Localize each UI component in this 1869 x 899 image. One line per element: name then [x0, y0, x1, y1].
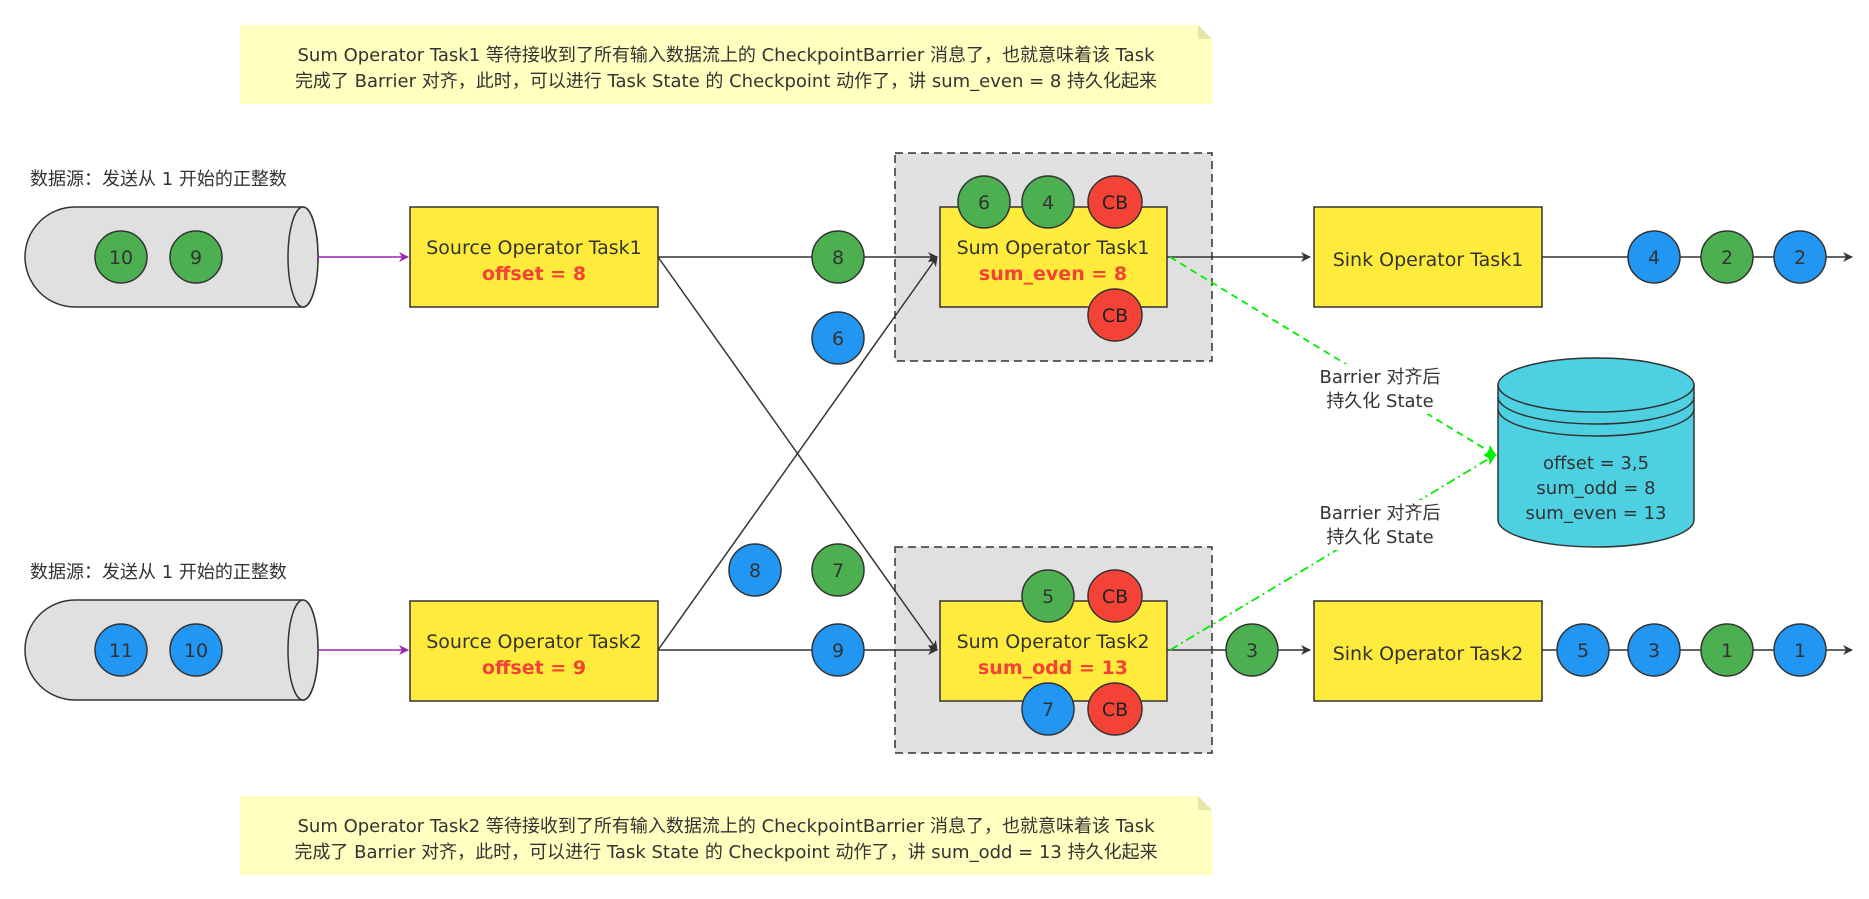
svg-text:2: 2	[1794, 247, 1806, 269]
barrier-label-upper-line1: Barrier 对齐后	[1319, 367, 1440, 388]
sum2-operator-state: sum_odd = 13	[978, 657, 1128, 679]
bottom-note-line2: 完成了 Barrier 对齐，此时，可以进行 Task State 的 Chec…	[294, 842, 1157, 863]
svg-text:5: 5	[1042, 586, 1054, 608]
sink2-operator: Sink Operator Task2	[1313, 600, 1543, 702]
svg-text:7: 7	[1042, 699, 1054, 721]
sum2-buffer-token: 7	[1021, 682, 1075, 736]
sink2-output-token: 1	[1700, 623, 1754, 677]
svg-text:6: 6	[832, 328, 844, 350]
edge-sum2-persist	[1169, 453, 1497, 651]
source1-operator-state: offset = 8	[482, 263, 586, 285]
barrier-label-upper-line2: 持久化 State	[1326, 391, 1433, 412]
source2-label: 数据源：发送从 1 开始的正整数	[30, 562, 287, 583]
source2-item: 11	[94, 623, 148, 677]
top-note-line2: 完成了 Barrier 对齐，此时，可以进行 Task State 的 Chec…	[295, 71, 1157, 92]
sink2-output-token: 3	[1627, 623, 1681, 677]
svg-text:10: 10	[184, 640, 208, 662]
inflight-token: 7	[811, 543, 865, 597]
sum2-buffer-token: 5	[1021, 569, 1075, 623]
svg-text:8: 8	[832, 247, 844, 269]
sink2-operator-name: Sink Operator Task2	[1333, 643, 1524, 665]
svg-text:3: 3	[1648, 640, 1660, 662]
svg-text:3: 3	[1246, 640, 1258, 662]
source1-item: 10	[94, 230, 148, 284]
sum2-operator-name: Sum Operator Task2	[957, 631, 1150, 653]
svg-text:5: 5	[1577, 640, 1589, 662]
sum2-checkpoint-barrier: CB	[1087, 569, 1143, 623]
sink1-output-token: 2	[1773, 230, 1827, 284]
svg-text:CB: CB	[1102, 305, 1128, 327]
edge-sum1-persist	[1169, 256, 1497, 457]
barrier-label-lower-line2: 持久化 State	[1326, 527, 1433, 548]
svg-text:9: 9	[190, 247, 202, 269]
svg-text:8: 8	[749, 560, 761, 582]
sink1-operator: Sink Operator Task1	[1313, 206, 1543, 308]
source1-operator-name: Source Operator Task1	[426, 237, 641, 259]
source1-item: 9	[169, 230, 223, 284]
svg-text:2: 2	[1721, 247, 1733, 269]
svg-text:CB: CB	[1102, 699, 1128, 721]
edge-source2-sum1	[657, 256, 938, 651]
svg-text:6: 6	[978, 192, 990, 214]
svg-text:4: 4	[1648, 247, 1660, 269]
svg-text:1: 1	[1794, 640, 1806, 662]
svg-text:9: 9	[832, 640, 844, 662]
inflight-token: 9	[811, 623, 865, 677]
svg-text:CB: CB	[1102, 586, 1128, 608]
source2-operator-name: Source Operator Task2	[426, 631, 641, 653]
state-store: offset = 3,5 sum_odd = 8 sum_even = 13	[1497, 357, 1695, 548]
svg-text:1: 1	[1721, 640, 1733, 662]
barrier-label-upper: Barrier 对齐后 持久化 State	[1305, 364, 1455, 414]
source1-label: 数据源：发送从 1 开始的正整数	[30, 169, 287, 190]
svg-text:4: 4	[1042, 192, 1054, 214]
sink2-output-token: 5	[1556, 623, 1610, 677]
sum1-checkpoint-barrier: CB	[1087, 288, 1143, 342]
svg-text:11: 11	[109, 640, 133, 662]
sum1-operator-name: Sum Operator Task1	[957, 237, 1150, 259]
svg-text:10: 10	[109, 247, 133, 269]
sum1-checkpoint-barrier: CB	[1087, 175, 1143, 229]
top-note: Sum Operator Task1 等待接收到了所有输入数据流上的 Check…	[240, 25, 1212, 104]
state-store-line1: offset = 3,5	[1543, 453, 1649, 474]
sum1-buffer-token: 6	[957, 175, 1011, 229]
inflight-token: 8	[811, 230, 865, 284]
sink2-output-token: 1	[1773, 623, 1827, 677]
source2-item: 10	[169, 623, 223, 677]
svg-text:CB: CB	[1102, 192, 1128, 214]
output-token: 3	[1225, 623, 1279, 677]
bottom-note: Sum Operator Task2 等待接收到了所有输入数据流上的 Check…	[240, 796, 1212, 875]
barrier-label-lower: Barrier 对齐后 持久化 State	[1305, 500, 1455, 550]
sum1-operator-state: sum_even = 8	[979, 263, 1127, 285]
sum1-buffer-token: 4	[1021, 175, 1075, 229]
svg-text:7: 7	[832, 560, 844, 582]
barrier-label-lower-line1: Barrier 对齐后	[1319, 503, 1440, 524]
source2-operator: Source Operator Task2 offset = 9	[409, 600, 659, 702]
inflight-token: 6	[811, 311, 865, 365]
state-store-line3: sum_even = 13	[1526, 503, 1667, 524]
sink1-operator-name: Sink Operator Task1	[1333, 249, 1524, 271]
state-store-line2: sum_odd = 8	[1536, 478, 1655, 499]
inflight-token: 8	[728, 543, 782, 597]
sink1-output-token: 2	[1700, 230, 1754, 284]
source2-operator-state: offset = 9	[482, 657, 586, 679]
sink1-output-token: 4	[1627, 230, 1681, 284]
top-note-line1: Sum Operator Task1 等待接收到了所有输入数据流上的 Check…	[297, 45, 1155, 66]
source1-operator: Source Operator Task1 offset = 8	[409, 206, 659, 308]
bottom-note-line1: Sum Operator Task2 等待接收到了所有输入数据流上的 Check…	[297, 816, 1155, 837]
sum2-checkpoint-barrier: CB	[1087, 682, 1143, 736]
